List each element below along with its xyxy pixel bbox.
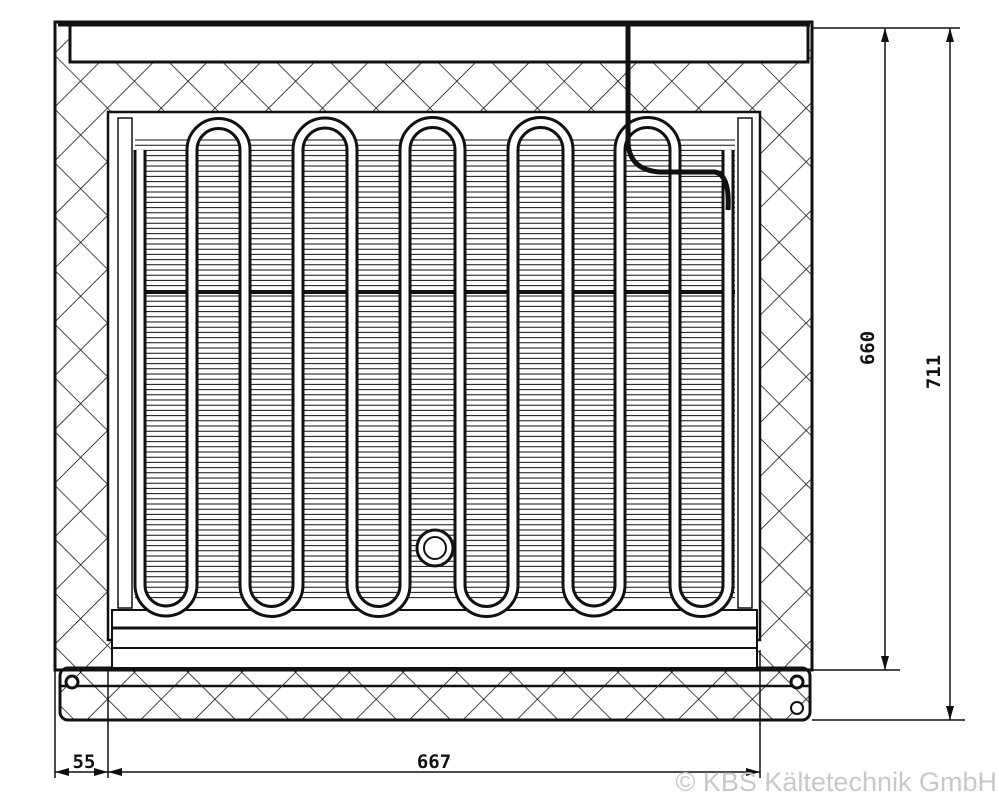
base-plate [58,666,812,722]
coil-tube-inner [136,119,732,615]
dimension-711: 711 [923,355,945,389]
dimension-660: 660 [857,331,879,365]
foot-right [789,674,805,690]
refrigerant-pipe [625,24,731,211]
dimension-667: 667 [417,751,451,773]
dimension-55: 55 [73,751,96,773]
watermark: © KBS Kältetechnik GmbH [675,767,997,797]
evaporator-coil [133,116,735,618]
evaporator-fins [135,139,735,599]
dimension-lines [54,27,965,778]
inner-frame [111,117,758,669]
foot-left [64,674,80,690]
drain-icon [415,528,455,568]
top-lid [68,22,810,64]
